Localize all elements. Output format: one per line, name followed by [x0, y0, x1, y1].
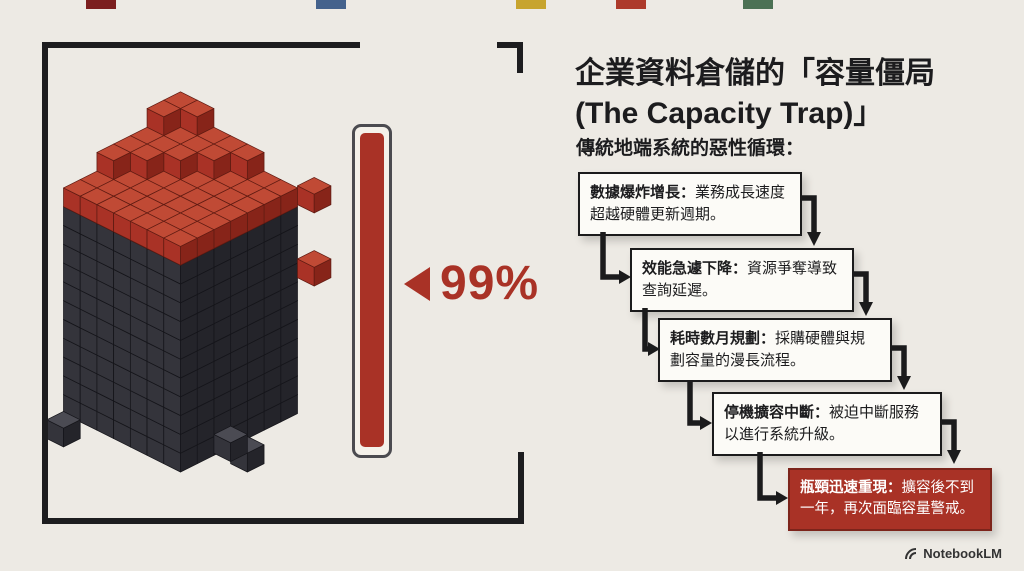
step-text: 業務成長速度超越硬體更新週期。	[590, 184, 786, 224]
flow-step-4: 停機擴容中斷：被迫中斷服務以進行系統升級。	[712, 392, 942, 457]
flow-step-final: 瓶頸迅速重現：擴容後不到一年，再次面臨容量警戒。	[788, 468, 992, 531]
capacity-gauge	[352, 124, 392, 458]
step-lead: 瓶頸迅速重現：	[800, 480, 902, 496]
step-lead: 停機擴容中斷：	[724, 404, 830, 421]
step-text: 採購硬體與規劃容量的漫長流程。	[670, 330, 866, 370]
color-segment	[86, 0, 116, 9]
step-text: 被迫中斷服務以進行系統升級。	[724, 404, 920, 444]
page-title: 企業資料倉儲的「容量僵局 (The Capacity Trap)」	[575, 57, 935, 130]
color-segment	[516, 0, 546, 9]
subtitle: 傳統地端系統的惡性循環：	[576, 138, 805, 159]
gauge-fill	[360, 133, 384, 447]
step-text: 資源爭奪導致查詢延遲。	[642, 260, 838, 300]
arrow-left-icon	[404, 266, 430, 301]
flow-step-3: 耗時數月規劃：採購硬體與規劃容量的漫長流程。	[658, 318, 892, 383]
color-segment	[316, 0, 346, 9]
capacity-label: 99%	[404, 256, 539, 311]
capacity-percentage: 99%	[440, 257, 540, 310]
step-lead: 耗時數月規劃：	[670, 330, 776, 347]
step-lead: 數據爆炸增長：	[590, 184, 696, 201]
cube-stack-illustration	[28, 58, 333, 510]
color-segment	[616, 0, 646, 9]
step-lead: 效能急遽下降：	[642, 260, 748, 277]
step-text: 擴容後不到一年，再次面臨容量警戒。	[800, 480, 974, 518]
brand-label: NotebookLM	[923, 546, 1002, 561]
color-segment	[743, 0, 773, 9]
flow-step-2: 效能急遽下降：資源爭奪導致查詢延遲。	[630, 248, 854, 313]
flow-step-1: 數據爆炸增長：業務成長速度超越硬體更新週期。	[578, 172, 802, 237]
notebooklm-brand: NotebookLM	[904, 546, 1002, 561]
notebooklm-logo-icon	[905, 547, 917, 559]
